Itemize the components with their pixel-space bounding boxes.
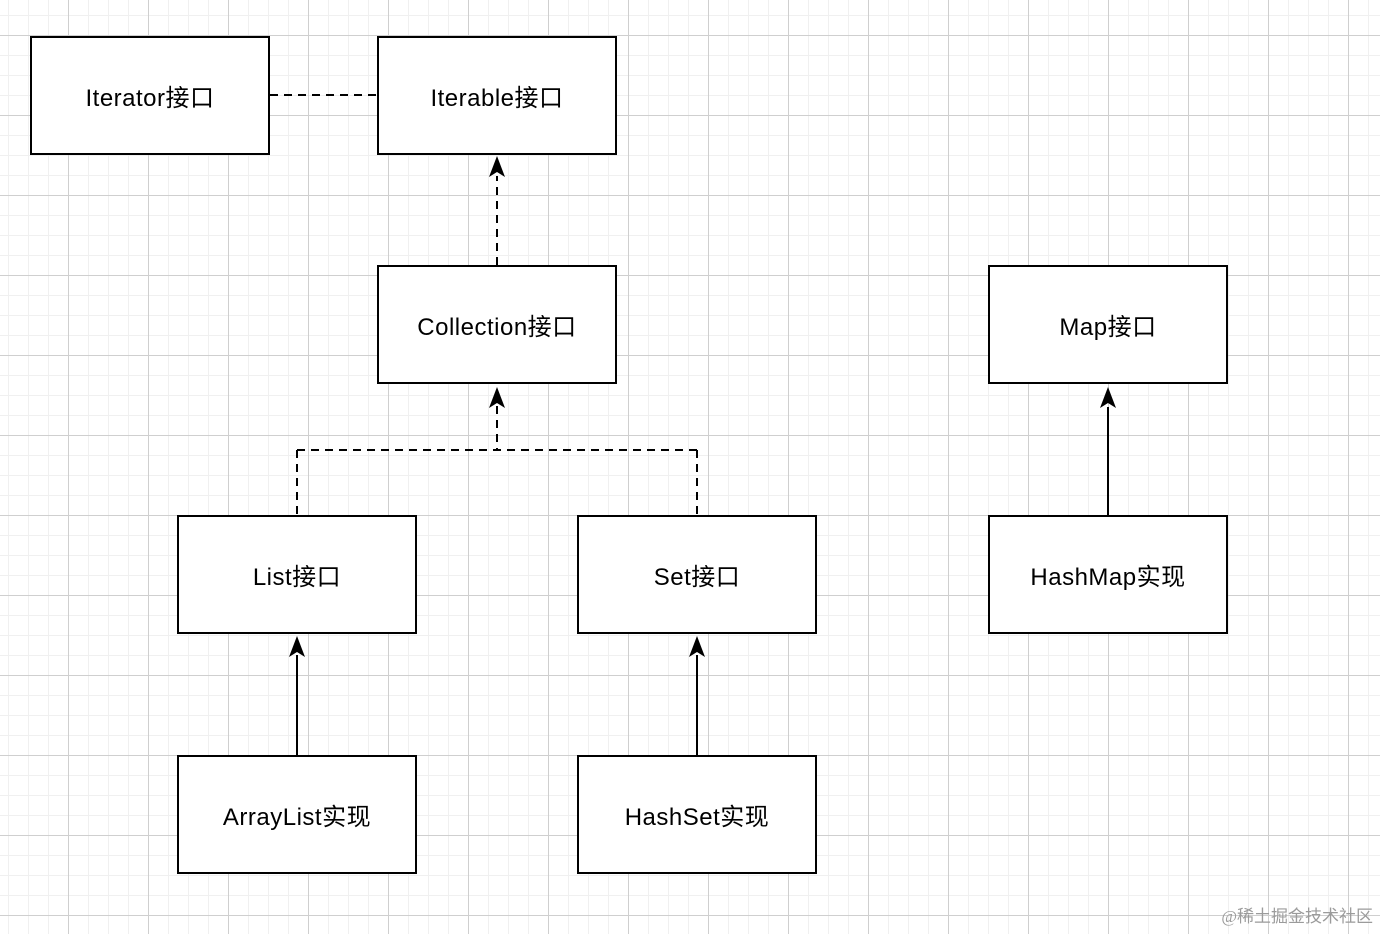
arrowhead-icon (289, 636, 305, 657)
arrowhead-icon (489, 156, 505, 177)
node-map-interface: Map接口 (988, 265, 1228, 384)
edge-arraylist-to-list (289, 636, 305, 755)
node-collection-interface: Collection接口 (377, 265, 617, 384)
node-hashmap-label: HashMap实现 (1030, 564, 1186, 591)
node-iterator-label: Iterator接口 (85, 85, 215, 112)
node-set-interface: Set接口 (577, 515, 817, 634)
arrowhead-icon (1100, 387, 1116, 408)
node-iterable-label: Iterable接口 (430, 85, 564, 112)
edge-list-set-to-collection (296, 387, 698, 515)
node-map-label: Map接口 (1059, 314, 1157, 341)
watermark: @稀土掘金技术社区 (1221, 907, 1373, 926)
node-arraylist-label: ArrayList实现 (222, 804, 372, 831)
arrowhead-icon (489, 387, 505, 408)
arrowhead-icon (689, 636, 705, 657)
node-list-interface: List接口 (177, 515, 417, 634)
node-iterable-interface: Iterable接口 (377, 36, 617, 155)
edge-hashset-to-set (689, 636, 705, 755)
edge-hashmap-to-map (1100, 387, 1116, 515)
node-set-label: Set接口 (653, 564, 741, 591)
node-iterator-interface: Iterator接口 (30, 36, 270, 155)
edge-collection-to-iterable (489, 156, 505, 265)
node-hashmap-impl: HashMap实现 (988, 515, 1228, 634)
node-arraylist-impl: ArrayList实现 (177, 755, 417, 874)
node-hashset-label: HashSet实现 (624, 804, 770, 831)
node-list-label: List接口 (252, 564, 342, 591)
node-hashset-impl: HashSet实现 (577, 755, 817, 874)
node-collection-label: Collection接口 (417, 314, 577, 341)
